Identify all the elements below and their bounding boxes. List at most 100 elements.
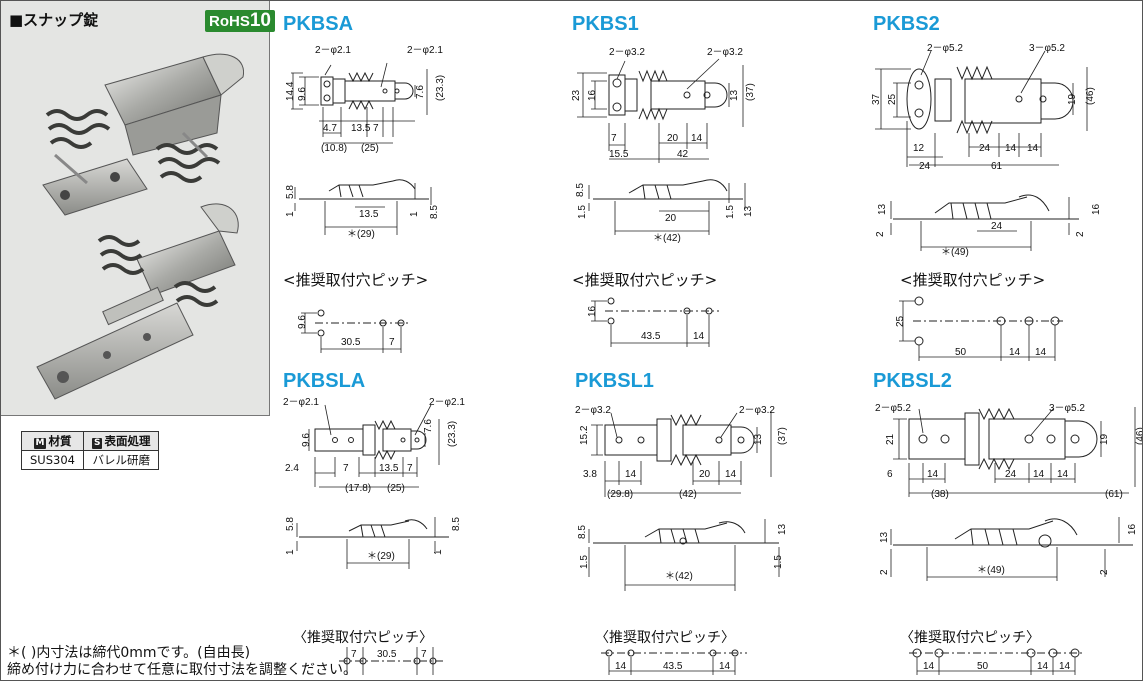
pkbsl1-s5: 13 — [777, 523, 788, 535]
material-tag: M — [33, 438, 47, 449]
pkbs2-s6: ＊(49) — [941, 247, 969, 258]
pkbs2-s4: 2 — [1075, 231, 1086, 237]
pkbsl2-s4: 2 — [1099, 569, 1110, 575]
drawing-pkbsla-side: 5.8 1 ＊(29) 1 8.5 — [285, 517, 462, 569]
pkbsl2-hole-right: 3－φ5.2 — [1049, 403, 1085, 414]
pkbsl2-p2: 50 — [977, 661, 989, 672]
pkbsla-w5: (17.8) — [345, 483, 371, 494]
pkbs2-s2: 2 — [875, 231, 886, 237]
pkbs1-hole-right: 2－φ3.2 — [707, 47, 743, 58]
pkbsl1-s4: 1.5 — [773, 555, 784, 569]
pkbsa-hole-left: 2－φ2.1 — [315, 45, 351, 56]
pkbs1-w2: 20 — [667, 133, 679, 144]
pkbsla-s3: ＊(29) — [367, 551, 395, 562]
material-value: SUS304 — [21, 450, 84, 470]
pkbs2-w3: 14 — [1005, 143, 1017, 154]
pkbsl2-h1: 21 — [885, 433, 896, 445]
pitch-title-pkbsl2: 〈推奨取付穴ピッチ〉 — [900, 630, 1040, 646]
pkbs2-w5: 24 — [919, 161, 931, 172]
drawing-pkbsa-pitch: 9.6 30.5 7 — [297, 309, 411, 353]
pkbsa-p2: 30.5 — [341, 337, 361, 348]
surface-header-label: 表面処理 — [104, 434, 151, 448]
pkbs2-h1: 37 — [871, 93, 882, 105]
pkbs1-h2: 16 — [587, 89, 598, 101]
pkbsl2-w6: (38) — [931, 489, 949, 500]
pkbsla-s5: 8.5 — [451, 517, 462, 531]
material-header-label: 材質 — [48, 434, 72, 448]
pkbs1-hole-left: 2－φ3.2 — [609, 47, 645, 58]
pkbsl1-w5: (29.8) — [607, 489, 633, 500]
pkbsla-w4: 7 — [407, 463, 413, 474]
pkbsl2-h3: (46) — [1135, 427, 1143, 445]
pkbs2-s3: 24 — [991, 221, 1003, 232]
pitch-title-pkbsa: <推奨取付穴ピッチ> — [283, 271, 429, 289]
drawing-pkbsl1-pitch: 14 43.5 14 — [601, 649, 747, 675]
pkbsl1-s1: 8.5 — [577, 525, 588, 539]
pkbsl1-h1: 15.2 — [579, 425, 590, 445]
pkbsa-hole-right: 2－φ2.1 — [407, 45, 443, 56]
pkbs2-w6: 61 — [991, 161, 1003, 172]
model-title-pkbsa: PKBSA — [283, 13, 354, 35]
pkbsa-h1: 14.4 — [285, 81, 296, 101]
pkbsa-h4: (23.3) — [435, 75, 446, 101]
pkbs1-w5: 42 — [677, 149, 689, 160]
pkbs2-h4: (46) — [1085, 87, 1096, 105]
pkbsa-h3: 7.6 — [415, 85, 426, 99]
pkbsla-p3: 7 — [421, 649, 427, 660]
pkbsla-hole-left: 2－φ2.1 — [283, 397, 319, 408]
pkbsl1-hole-left: 2－φ3.2 — [575, 405, 611, 416]
pkbsa-w3: 7 — [373, 123, 379, 134]
pkbsla-w6: (25) — [387, 483, 405, 494]
drawing-pkbsa-top: 2－φ2.1 2－φ2.1 14.4 9.6 7.6 (23.3) 4.7 13… — [285, 45, 446, 154]
pkbs2-w1: 12 — [913, 143, 925, 154]
pkbsl1-h2: 13 — [753, 433, 764, 445]
pkbsl2-s3: ＊(49) — [977, 565, 1005, 576]
pkbsla-s2: 1 — [285, 549, 296, 555]
pkbs1-p2: 43.5 — [641, 331, 661, 342]
pkbsa-w5: (25) — [361, 143, 379, 154]
pkbsla-h2: 7.6 — [423, 419, 434, 433]
pkbsl1-p1: 14 — [615, 661, 627, 672]
drawing-pkbsa-side: 5.8 1 13.5 1 8.5 ＊(29) — [285, 179, 440, 240]
pkbs1-s1: 8.5 — [575, 183, 586, 197]
pkbs1-h4: (37) — [745, 83, 756, 101]
pkbs2-p4: 14 — [1035, 347, 1047, 358]
drawing-pkbs1-side: 8.5 1.5 20 1.5 13 ＊(42) — [575, 179, 754, 244]
drawing-pkbs2-side: 13 2 24 2 16 ＊(49) — [875, 194, 1102, 258]
pkbsl1-w6: (42) — [679, 489, 697, 500]
pkbsla-s1: 5.8 — [285, 517, 296, 531]
pkbsl2-w2: 14 — [927, 469, 939, 480]
drawing-pkbsla-pitch: 7 30.5 7 — [339, 647, 443, 675]
product-photo-panel: ■スナップ錠 RoHS10 — [1, 1, 275, 416]
pitch-title-pkbs1: <推奨取付穴ピッチ> — [572, 271, 718, 289]
pkbsl2-s5: 16 — [1127, 523, 1138, 535]
pkbs1-h1: 23 — [571, 89, 582, 101]
pkbsl1-w4: 14 — [725, 469, 737, 480]
pkbsa-w2: 13.5 — [351, 123, 371, 134]
pkbs1-w1: 7 — [611, 133, 617, 144]
pkbsl2-s2: 2 — [879, 569, 890, 575]
rohs-label: RoHS — [209, 13, 250, 30]
pkbsl2-w3: 24 — [1005, 469, 1017, 480]
pkbs1-p3: 14 — [693, 331, 705, 342]
pkbsa-s4: 1 — [409, 211, 420, 217]
surface-tag: S — [91, 438, 103, 449]
pkbsl1-w2: 14 — [625, 469, 637, 480]
pkbsl2-h2: 19 — [1099, 433, 1110, 445]
pkbsl1-w3: 20 — [699, 469, 711, 480]
drawing-pkbsl1-side: 8.5 1.5 ＊(42) 1.5 13 — [577, 519, 788, 591]
pkbs2-w2: 24 — [979, 143, 991, 154]
model-title-pkbsl2: PKBSL2 — [873, 370, 952, 392]
pkbs1-w3: 14 — [691, 133, 703, 144]
pkbs2-p3: 14 — [1009, 347, 1021, 358]
drawing-pkbsl2-top: 2－φ5.2 3－φ5.2 21 19 (46) 6 14 24 14 14 (… — [875, 403, 1143, 500]
pkbsla-hole-right: 2－φ2.1 — [429, 397, 465, 408]
pitch-title-pkbs2: <推奨取付穴ピッチ> — [900, 271, 1046, 289]
pkbs2-s5: 16 — [1091, 203, 1102, 215]
drawing-pkbsl2-side: 13 2 ＊(49) 2 16 — [879, 517, 1138, 581]
pkbs1-s6: ＊(42) — [653, 233, 681, 244]
